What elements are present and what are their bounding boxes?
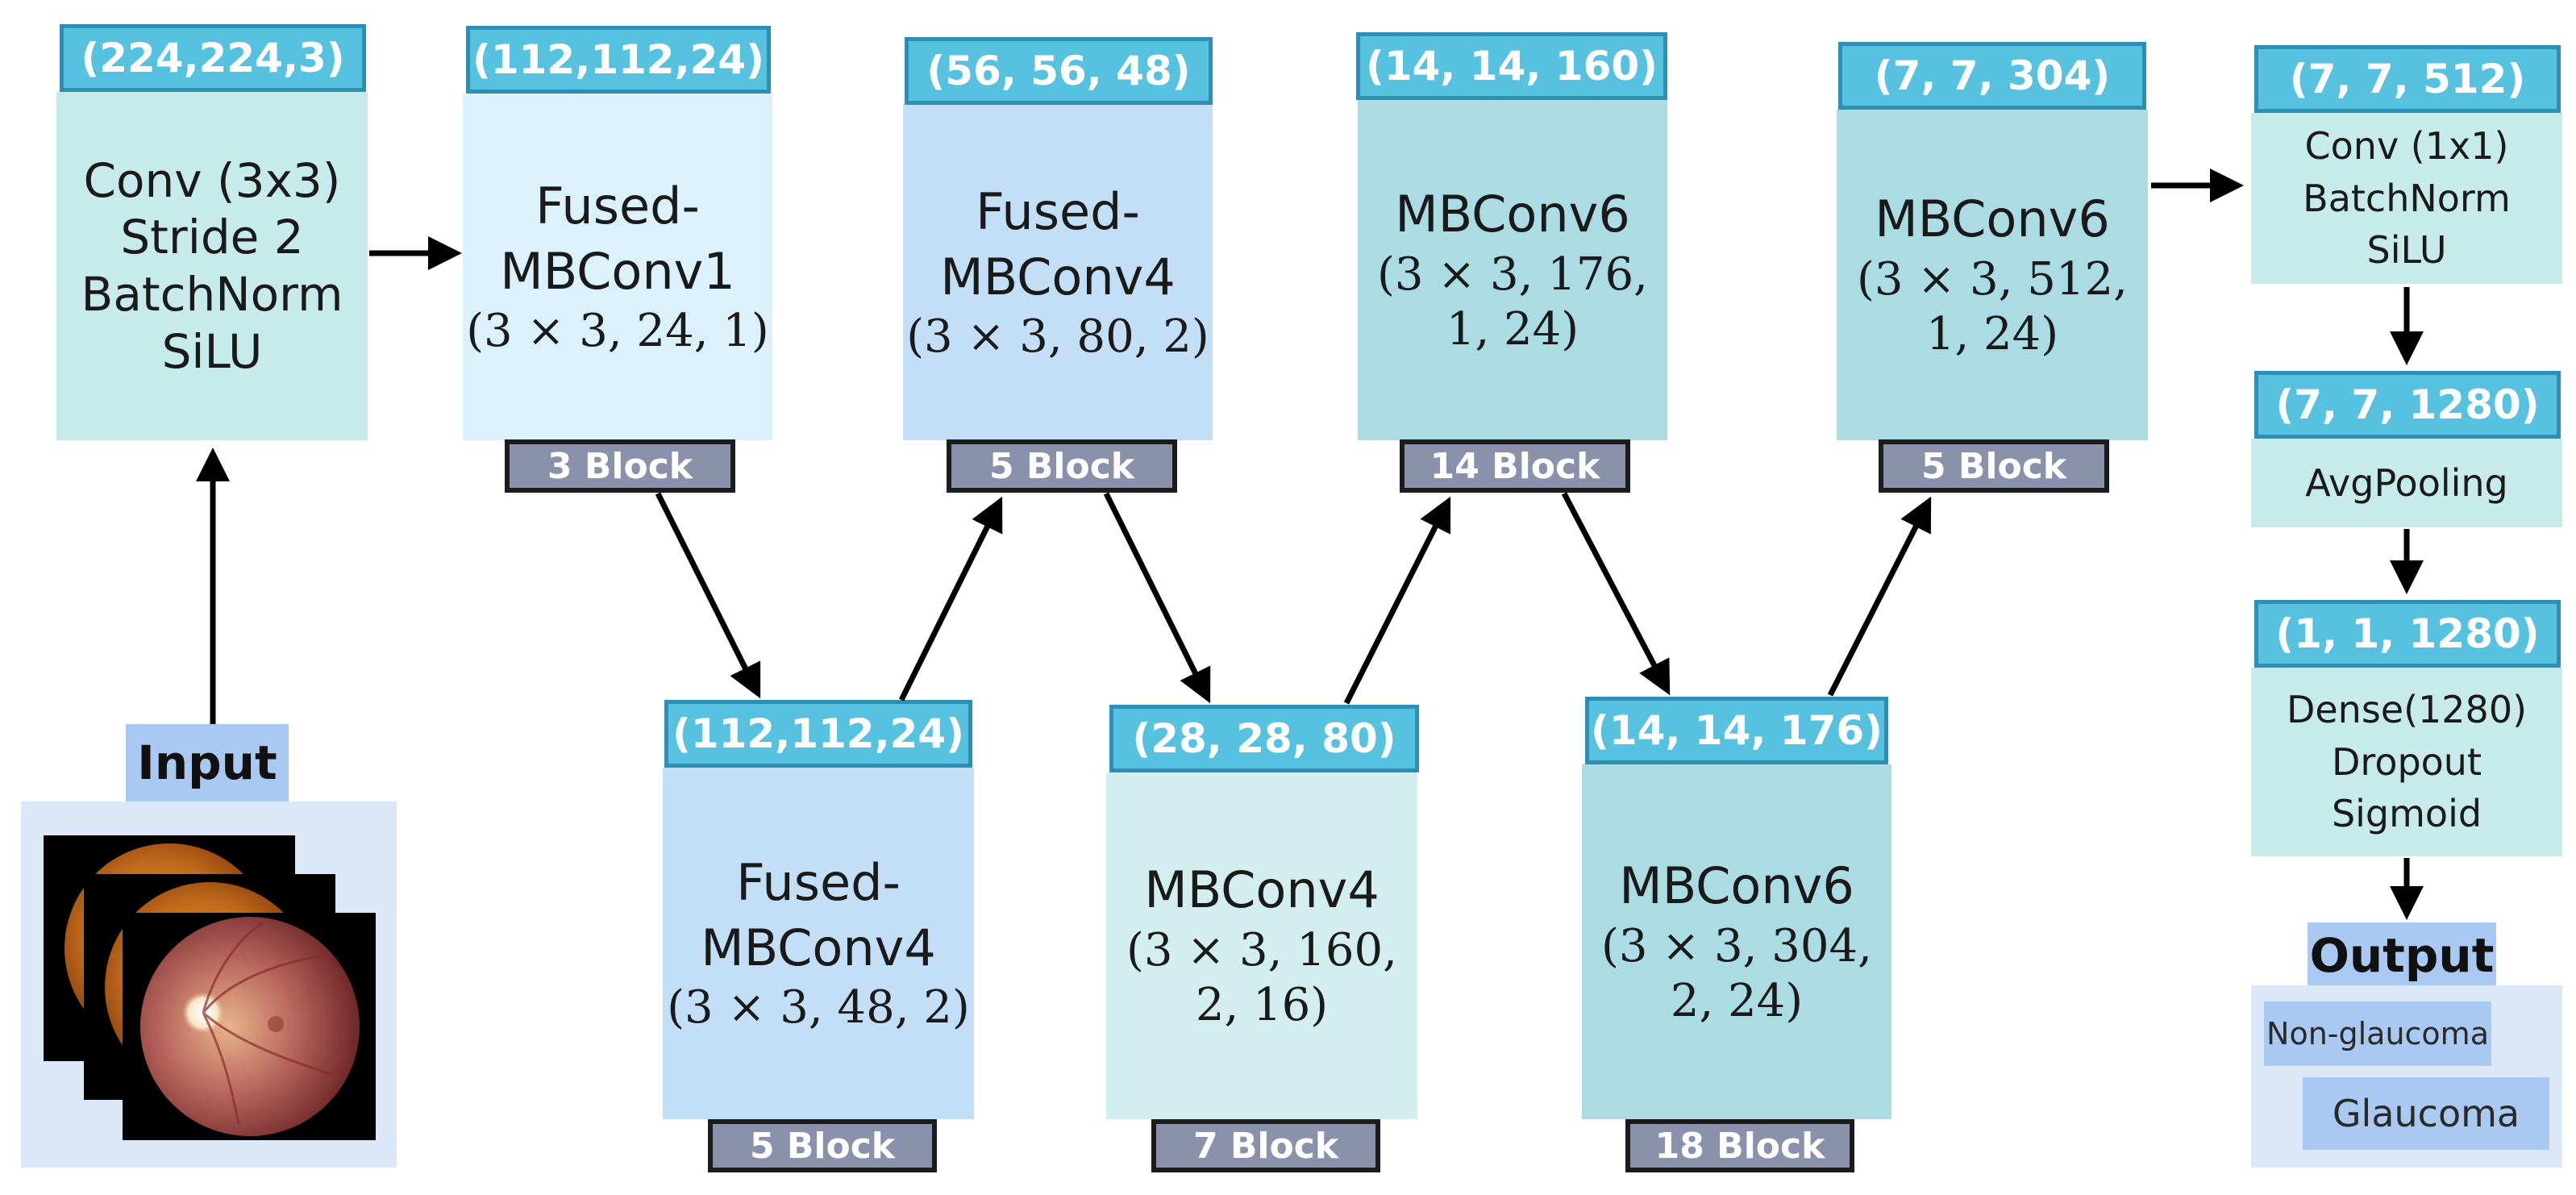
stage4-shape-header: (7, 7, 304) <box>1838 42 2146 110</box>
stage3-block-count: 14 Block <box>1400 439 1630 493</box>
head-line: SiLU <box>2366 228 2447 273</box>
stage3-mbconv6-block: MBConv6 (3 × 3, 176, 1, 24) <box>1358 100 1667 440</box>
stage-title: MBConv4 <box>701 918 936 977</box>
stage-title: MBConv6 <box>1875 189 2110 249</box>
bottom2-block-count: 7 Block <box>1151 1119 1380 1172</box>
stage-title: Fused- <box>736 853 901 913</box>
stem-line: SiLU <box>161 323 263 379</box>
input-panel <box>21 802 397 1168</box>
head1-conv1x1-block: Conv (1x1) BatchNorm SiLU <box>2251 113 2562 284</box>
stage-params: (3 × 3, 48, 2) <box>667 981 970 1035</box>
stage-title: MBConv4 <box>1144 860 1380 920</box>
bottom1-fused-mbconv4-block: Fused- MBConv4 (3 × 3, 48, 2) <box>663 768 974 1119</box>
arrow-bottom3-to-stage4 <box>1827 496 1932 697</box>
head-line: Dense(1280) <box>2286 688 2528 732</box>
input-label: Input <box>126 724 289 802</box>
stage3-shape-header: (14, 14, 160) <box>1356 32 1667 100</box>
head-line: BatchNorm <box>2303 176 2511 220</box>
arrow-bottom2-to-stage3 <box>1343 496 1451 705</box>
stem-conv-block: Conv (3x3) Stride 2 BatchNorm SiLU <box>56 92 368 440</box>
output-panel: Non-glaucoma Glaucoma <box>2251 985 2562 1168</box>
stage-title: MBConv6 <box>1619 856 1854 916</box>
bottom1-block-count: 5 Block <box>708 1119 937 1172</box>
stage1-fused-mbconv1-block: Fused- MBConv1 (3 × 3, 24, 1) <box>463 94 772 440</box>
bottom2-mbconv4-block: MBConv4 (3 × 3, 160, 2, 16) <box>1106 772 1417 1119</box>
head-line: AvgPooling <box>2305 460 2508 505</box>
output-label: Output <box>2308 922 2496 989</box>
stage-params: (3 × 3, 24, 1) <box>466 305 769 358</box>
stem-line: Stride 2 <box>120 210 304 265</box>
stage-title: MBConv1 <box>500 241 735 301</box>
stage-title: Fused- <box>535 177 700 236</box>
arrow-stage3-to-bottom3 <box>1561 492 1671 696</box>
stage-title: MBConv4 <box>940 247 1176 306</box>
bottom3-block-count: 18 Block <box>1625 1119 1854 1172</box>
head3-dense-block: Dense(1280) Dropout Sigmoid <box>2251 668 2562 856</box>
head-line: Dropout <box>2332 739 2482 784</box>
stage4-block-count: 5 Block <box>1879 439 2109 493</box>
arrow-stage2-to-bottom2 <box>1103 492 1211 704</box>
stage-title: Fused- <box>976 182 1140 242</box>
stem-line: BatchNorm <box>81 267 343 322</box>
head-line: Sigmoid <box>2331 792 2482 836</box>
head2-avgpool-block: AvgPooling <box>2251 439 2562 527</box>
stage-title: MBConv6 <box>1395 185 1630 244</box>
head-line: Conv (1x1) <box>2304 124 2509 169</box>
arrow-bottom1-to-stage2 <box>898 496 1003 702</box>
stage-params: (3 × 3, 80, 2) <box>906 310 1209 364</box>
stem-line: Conv (3x3) <box>83 152 341 208</box>
class-glaucoma: Glaucoma <box>2303 1077 2549 1150</box>
head1-shape-header: (7, 7, 512) <box>2254 45 2561 113</box>
bottom2-shape-header: (28, 28, 80) <box>1109 705 1419 772</box>
stage-params: (3 × 3, 304, 2, 24) <box>1601 919 1872 1028</box>
bottom1-shape-header: (112,112,24) <box>664 700 972 768</box>
head3-shape-header: (1, 1, 1280) <box>2254 600 2561 668</box>
bottom3-mbconv6-block: MBConv6 (3 × 3, 304, 2, 24) <box>1582 764 1891 1119</box>
stage1-shape-header: (112,112,24) <box>466 26 771 94</box>
stage-params: (3 × 3, 176, 1, 24) <box>1377 248 1648 356</box>
stage2-fused-mbconv4-block: Fused- MBConv4 (3 × 3, 80, 2) <box>903 105 1213 440</box>
stage2-shape-header: (56, 56, 48) <box>905 37 1213 105</box>
bottom3-shape-header: (14, 14, 176) <box>1585 697 1888 764</box>
head2-shape-header: (7, 7, 1280) <box>2254 371 2561 439</box>
stage-params: (3 × 3, 160, 2, 16) <box>1126 923 1397 1032</box>
stage-params: (3 × 3, 512, 1, 24) <box>1857 252 2128 361</box>
arrow-stage1-to-bottom1 <box>655 492 761 699</box>
class-non-glaucoma: Non-glaucoma <box>2264 1001 2491 1066</box>
stem-shape-header: (224,224,3) <box>60 24 366 92</box>
stage2-block-count: 5 Block <box>947 439 1177 493</box>
fundus-images <box>44 835 376 1140</box>
stage4-mbconv6-block: MBConv6 (3 × 3, 512, 1, 24) <box>1837 110 2148 440</box>
stage1-block-count: 3 Block <box>505 439 735 493</box>
